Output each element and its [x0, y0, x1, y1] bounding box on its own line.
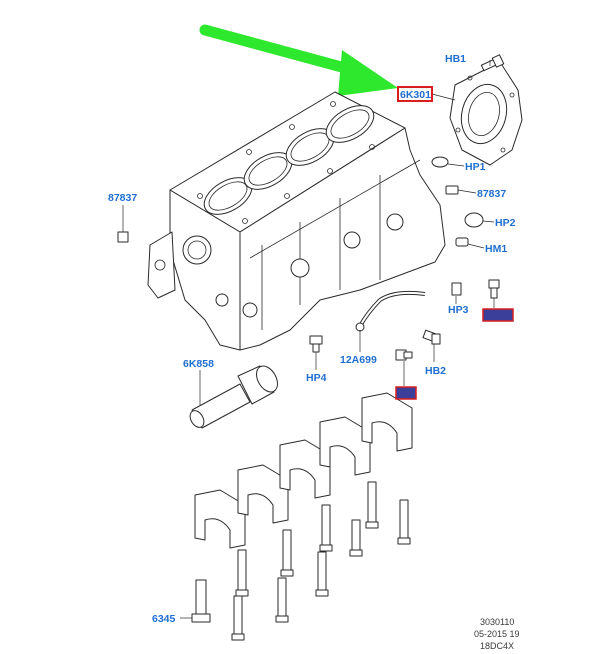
label-hp1: HP1 [465, 161, 486, 173]
sleeve-6k858 [189, 365, 278, 429]
banjo-bolt-hb2-icon [422, 329, 441, 345]
label-hp3: HP3 [448, 304, 469, 316]
redacted-label-lower [395, 386, 417, 400]
main-bearing-bolts [191, 481, 411, 641]
bearing-cap-3 [279, 439, 331, 499]
plug-hp2-icon [464, 212, 484, 228]
bolt-87837-right-icon [445, 185, 459, 195]
bolt-hb1-icon [480, 54, 505, 72]
cylinder-block [169, 91, 446, 351]
label-87837-right: 87837 [477, 188, 506, 200]
footer-line2: 05-2015 19 [474, 629, 520, 639]
label-6k301-highlight [397, 86, 433, 102]
label-6k858: 6K858 [183, 358, 214, 370]
green-arrow-icon [199, 24, 398, 96]
footer-line3: 18DC4X [480, 641, 514, 651]
bearing-cap-4 [319, 416, 371, 476]
label-hp4: HP4 [306, 372, 327, 384]
plug-hp1-icon [431, 156, 449, 168]
plug-hp4-icon [309, 335, 323, 353]
label-12a699: 12A699 [340, 354, 377, 366]
rear-seal-retainer [449, 61, 523, 166]
label-hb1: HB1 [445, 53, 466, 65]
bearing-cap-5 [361, 392, 413, 452]
bearing-cap-1 [194, 489, 246, 549]
bolt-87837-left-icon [117, 231, 129, 243]
label-hb2: HB2 [425, 365, 446, 377]
redacted-label-right [482, 308, 514, 322]
leader-lines [122, 60, 495, 619]
label-87837-left: 87837 [108, 192, 137, 204]
label-hp2: HP2 [495, 217, 516, 229]
label-6k301: 6K301 [400, 89, 431, 101]
bearing-cap-2 [237, 464, 289, 524]
bolt-right-red-icon [488, 279, 500, 299]
banjo-bolt-lower-icon [395, 349, 413, 361]
bolt-hp3-icon [451, 282, 462, 296]
front-cover-plate [147, 231, 176, 299]
oil-pipe-12a699 [355, 290, 426, 332]
plug-hm1-icon [455, 237, 469, 247]
label-hm1: HM1 [485, 243, 507, 255]
footer-line1: 3030110 [480, 617, 514, 627]
label-6345: 6345 [152, 613, 176, 625]
